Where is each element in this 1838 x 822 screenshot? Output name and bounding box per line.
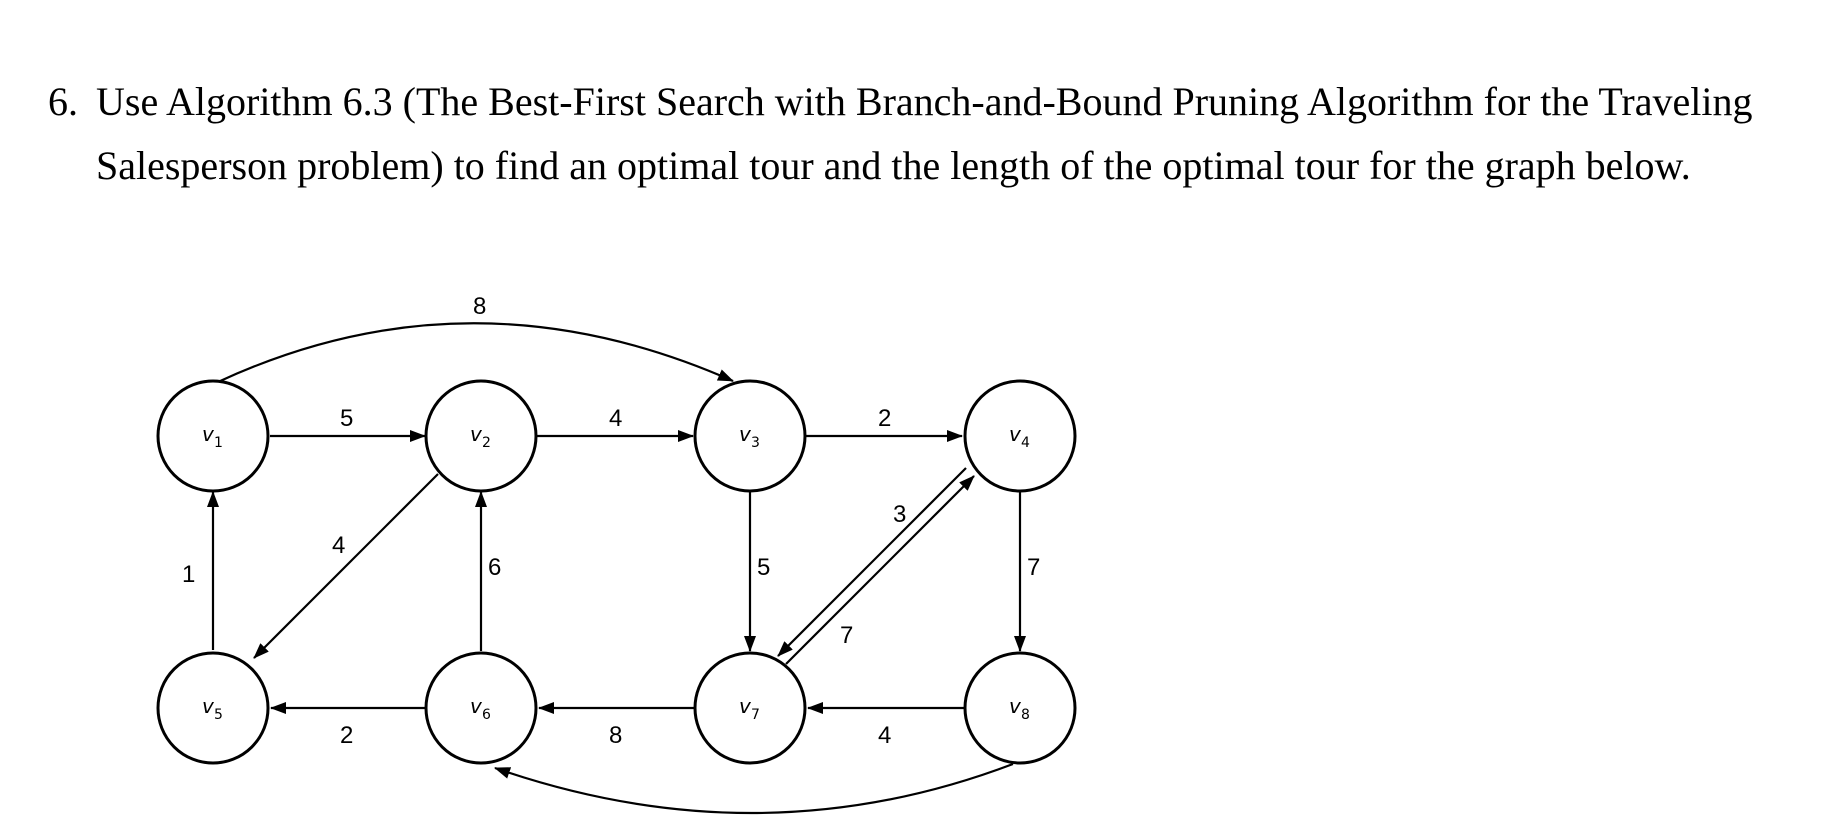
node-v8: v 8 xyxy=(963,651,1077,765)
node-label: v xyxy=(470,422,483,446)
edge-v1-v3 xyxy=(217,322,734,383)
node-label: v xyxy=(202,694,215,718)
node-subscript: 6 xyxy=(482,707,491,723)
nodes: v 1 v 2 v 3 v 4 v 5 v 6 v xyxy=(156,379,1077,765)
edge-v2-v5 xyxy=(253,473,439,659)
weight-v4-v7: 3 xyxy=(893,501,906,528)
node-label: v xyxy=(739,694,752,718)
node-v1: v 1 xyxy=(156,379,270,493)
weight-v8-v7: 4 xyxy=(878,722,891,749)
node-subscript: 5 xyxy=(214,707,223,723)
weight-v2-v3: 4 xyxy=(609,405,622,432)
weight-v4-v8: 7 xyxy=(1027,554,1040,581)
node-label: v xyxy=(202,422,215,446)
node-v7: v 7 xyxy=(693,651,807,765)
node-v2: v 2 xyxy=(424,379,538,493)
edge-v7-v4 xyxy=(785,475,975,665)
weight-v6-v2: 6 xyxy=(488,554,501,581)
node-subscript: 1 xyxy=(214,435,223,451)
node-v5: v 5 xyxy=(156,651,270,765)
weight-v3-v7: 5 xyxy=(757,554,770,581)
edges xyxy=(207,322,1026,815)
node-subscript: 2 xyxy=(482,435,491,451)
edge-weights: 5 4 2 8 1 4 6 5 3 7 7 2 8 4 xyxy=(182,293,1040,749)
weight-v5-v1: 1 xyxy=(182,561,195,588)
node-subscript: 4 xyxy=(1021,435,1030,451)
node-label: v xyxy=(1009,694,1022,718)
question-block: 6. Use Algorithm 6.3 (The Best-First Sea… xyxy=(48,70,1768,198)
node-v6: v 6 xyxy=(424,651,538,765)
weight-v2-v5: 4 xyxy=(332,532,345,559)
node-subscript: 7 xyxy=(751,707,760,723)
edge-v4-v7 xyxy=(777,467,967,657)
weight-v1-v3: 8 xyxy=(473,293,486,320)
weight-v7-v4: 7 xyxy=(840,622,853,649)
question-text: Use Algorithm 6.3 (The Best-First Search… xyxy=(96,79,1753,188)
node-label: v xyxy=(739,422,752,446)
node-v4: v 4 xyxy=(963,379,1077,493)
node-subscript: 8 xyxy=(1021,707,1030,723)
weight-v3-v4: 2 xyxy=(878,405,891,432)
node-v3: v 3 xyxy=(693,379,807,493)
weight-v6-v5: 2 xyxy=(340,722,353,749)
edge-v8-v6 xyxy=(494,762,1014,815)
question-number: 6. xyxy=(48,79,78,124)
weight-v7-v6: 8 xyxy=(609,722,622,749)
node-label: v xyxy=(470,694,483,718)
node-subscript: 3 xyxy=(751,435,760,451)
node-label: v xyxy=(1009,422,1022,446)
weight-v1-v2: 5 xyxy=(340,405,353,432)
